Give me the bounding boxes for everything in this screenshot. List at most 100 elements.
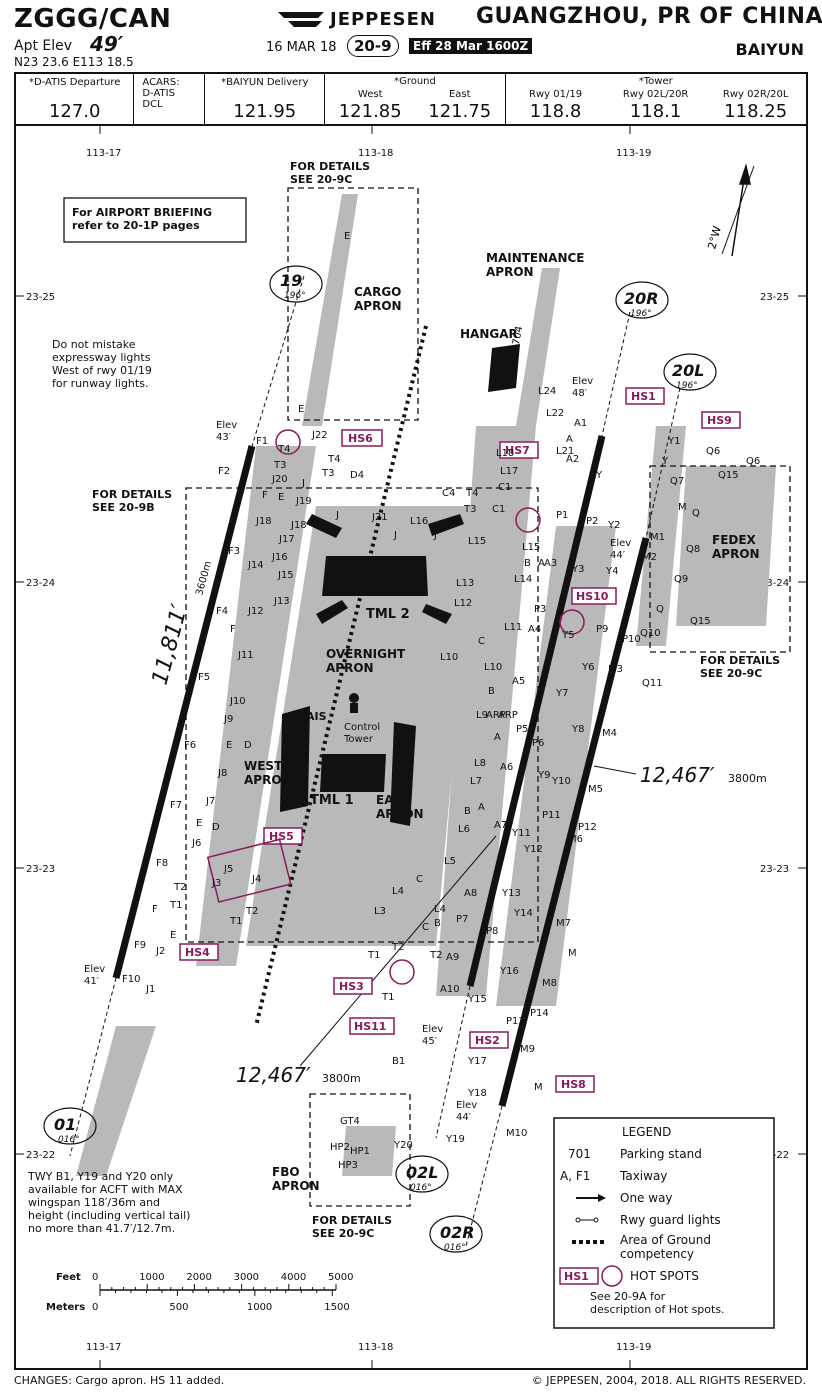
taxiway-label: Q10 (640, 628, 661, 639)
taxiway-label: J (393, 530, 397, 541)
taxiway-label: J11 (237, 650, 254, 661)
taxiway-label: A5 (512, 676, 525, 687)
latitude-label: 23-23 (26, 864, 55, 875)
taxiway-label: Y3 (571, 564, 584, 575)
taxiway-label: E (278, 492, 284, 503)
latitude-label: 23-24 (26, 578, 55, 589)
taxiway-label: Y (661, 456, 669, 467)
briefing-box (63, 197, 247, 243)
taxiway-label: B (524, 558, 531, 569)
taxiway-label: F5 (198, 672, 210, 683)
taxiway-label: B (434, 918, 441, 929)
taxiway-label: Q9 (674, 574, 688, 585)
longitude-label: 113-17 (86, 148, 121, 159)
hotspot-hs1: HS1 (625, 387, 665, 405)
taxiway-label: J4 (251, 874, 261, 885)
terminal-1-building (320, 754, 386, 792)
taxiway-label: M1 (650, 532, 665, 543)
latitude-label: 23-23 (760, 864, 789, 875)
taxiway-label: C4 (442, 488, 455, 499)
scale-feet-tick-label: 1000 (139, 1272, 164, 1283)
terminal-2-pier (422, 604, 452, 624)
hotspot-label: HS11 (354, 1020, 386, 1033)
taxiway-label: T4 (465, 488, 478, 499)
hotspot-label: HS6 (348, 432, 373, 445)
latitude-label: 23-25 (760, 292, 789, 303)
taxiway-label: Y13 (501, 888, 521, 899)
taxiway-label: Y4 (605, 566, 618, 577)
fedex-apron (676, 466, 776, 626)
freq-datis: *D-ATIS Departure 127.0 (16, 74, 135, 124)
taxiway-label: F7 (170, 800, 182, 811)
taxiway-label: Y8 (571, 724, 584, 735)
taxiway-label: T3 (321, 468, 334, 479)
taxiway-label: Q7 (670, 476, 684, 487)
changes-note: CHANGES: Cargo apron. HS 11 added. (14, 1374, 225, 1387)
taxiway-label: A8 (464, 888, 477, 899)
taxiway-label: J14 (247, 560, 264, 571)
hotspot-icon (601, 1265, 623, 1287)
freq-sub-label: West (357, 89, 383, 100)
legend-desc: Taxiway (619, 1169, 667, 1183)
taxiway-label: F (262, 490, 268, 501)
taxiway-label: A9 (446, 952, 459, 963)
central-taxiway-strip (436, 426, 536, 996)
chart-number: 20-9 (347, 35, 399, 57)
taxiway-label: Q6 (706, 446, 720, 457)
ais-label: AIS (306, 710, 327, 723)
detail-box-cargo (287, 187, 419, 421)
taxiway-label: Y19 (445, 1134, 465, 1145)
legend-symbol: HS1 (564, 1270, 589, 1283)
one-way-icon (576, 1194, 606, 1202)
taxiway-label: E (344, 231, 350, 242)
legend: LEGEND 701 Parking stand A, F1 Taxiway O… (553, 1117, 775, 1329)
hotspots: HS6 HS7 HS1 HS9 HS10 HS5 HS4 (179, 387, 741, 1093)
taxiway-label: J18 (255, 516, 272, 527)
hotspot-hs4: HS4 (179, 943, 219, 961)
hotspot-label: HS4 (185, 946, 210, 959)
taxiway-label: L12 (454, 598, 472, 609)
taxiway-label: F (152, 904, 158, 915)
legend-symbol: 701 (568, 1147, 591, 1161)
legend-desc: Rwy guard lights (620, 1213, 721, 1227)
runway-end-ovals (43, 265, 717, 1253)
taxiway-label: Y15 (467, 994, 487, 1005)
scale-feet-tick-label: 4000 (281, 1272, 306, 1283)
detail-boxes (185, 187, 791, 1207)
taxiway-label: Y1 (667, 436, 680, 447)
runway-label-19: 19 (280, 271, 302, 290)
freq-ground: *Ground West East 121.85 121.75 (325, 74, 506, 124)
runway-19-centerline (251, 275, 305, 447)
airport-elevation-value: 49′ (90, 32, 124, 56)
latitude-label: 23-25 (26, 292, 55, 303)
legend-desc: Parking stand (620, 1147, 702, 1161)
apron-areas (76, 194, 776, 1176)
scale-feet-tick-label: 5000 (328, 1272, 353, 1283)
hotspot-hs3: HS3 (333, 959, 415, 995)
freq-delivery: *BAIYUN Delivery 121.95 (205, 74, 326, 124)
taxiway-label: Y7 (555, 688, 568, 699)
taxiway-label: P14 (530, 1008, 549, 1019)
taxiway-label: J (335, 510, 339, 521)
taxiway-label: E (226, 740, 232, 751)
taxiway-label: ARP (498, 710, 518, 721)
taxiway-label: T1 (381, 992, 394, 1003)
taxiway-label: A (494, 732, 501, 743)
hotspot-hs11: HS11 (349, 1017, 395, 1035)
fbo-apron (342, 1126, 396, 1176)
taxiway-label: T3 (273, 460, 286, 471)
runway-label-02l: 02L (406, 1163, 438, 1182)
freq-label: *BAIYUN Delivery (221, 77, 309, 88)
taxiway-label: J17 (278, 534, 295, 545)
airport-diagram-svg: 113-17 113-18 113-19 113-17 113-18 113-1… (16, 126, 806, 1368)
taxiway-label: T2 (429, 950, 442, 961)
city-name: GUANGZHOU, PR OF CHINA (476, 4, 822, 29)
longitude-label: 113-18 (358, 1342, 393, 1353)
taxiway-label: Y6 (581, 662, 594, 673)
